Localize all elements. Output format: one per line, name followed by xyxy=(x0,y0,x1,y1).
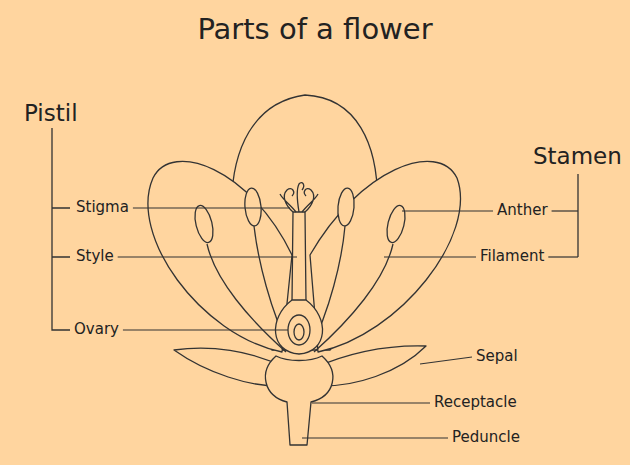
part-label: Sepal xyxy=(476,348,518,365)
part-label: Anther xyxy=(497,202,548,219)
leader-line xyxy=(123,329,288,330)
part-label: Style xyxy=(76,248,114,265)
leader-line xyxy=(384,256,476,257)
brackets xyxy=(52,128,578,330)
receptacle xyxy=(265,356,332,445)
anther xyxy=(243,187,262,226)
leader-line xyxy=(420,357,472,364)
part-label: Filament xyxy=(480,248,544,265)
filament xyxy=(207,244,286,352)
leader-line xyxy=(402,210,493,211)
leader-line xyxy=(133,207,290,208)
anther xyxy=(192,204,217,245)
anther xyxy=(336,187,355,226)
part-label: Ovary xyxy=(74,321,119,338)
pistil-bracket xyxy=(52,128,70,330)
ovule xyxy=(294,324,304,340)
flower-drawing xyxy=(148,95,461,445)
part-label: Peduncle xyxy=(452,429,520,446)
leader-line xyxy=(302,437,448,438)
part-label: Receptacle xyxy=(434,394,517,411)
diagram-title: Parts of a flower xyxy=(0,12,630,46)
leader-line xyxy=(548,256,578,257)
ovary xyxy=(275,300,322,354)
stamen-bracket xyxy=(577,174,578,257)
leader-line xyxy=(552,210,578,211)
leader-line xyxy=(118,256,297,257)
part-label: Stigma xyxy=(76,199,129,216)
leader-lines xyxy=(118,208,578,438)
group-label: Stamen xyxy=(533,143,622,169)
leader-line xyxy=(312,402,430,403)
anther xyxy=(384,204,409,245)
group-label: Pistil xyxy=(24,100,78,126)
filament xyxy=(314,244,393,352)
ovule xyxy=(288,315,310,345)
